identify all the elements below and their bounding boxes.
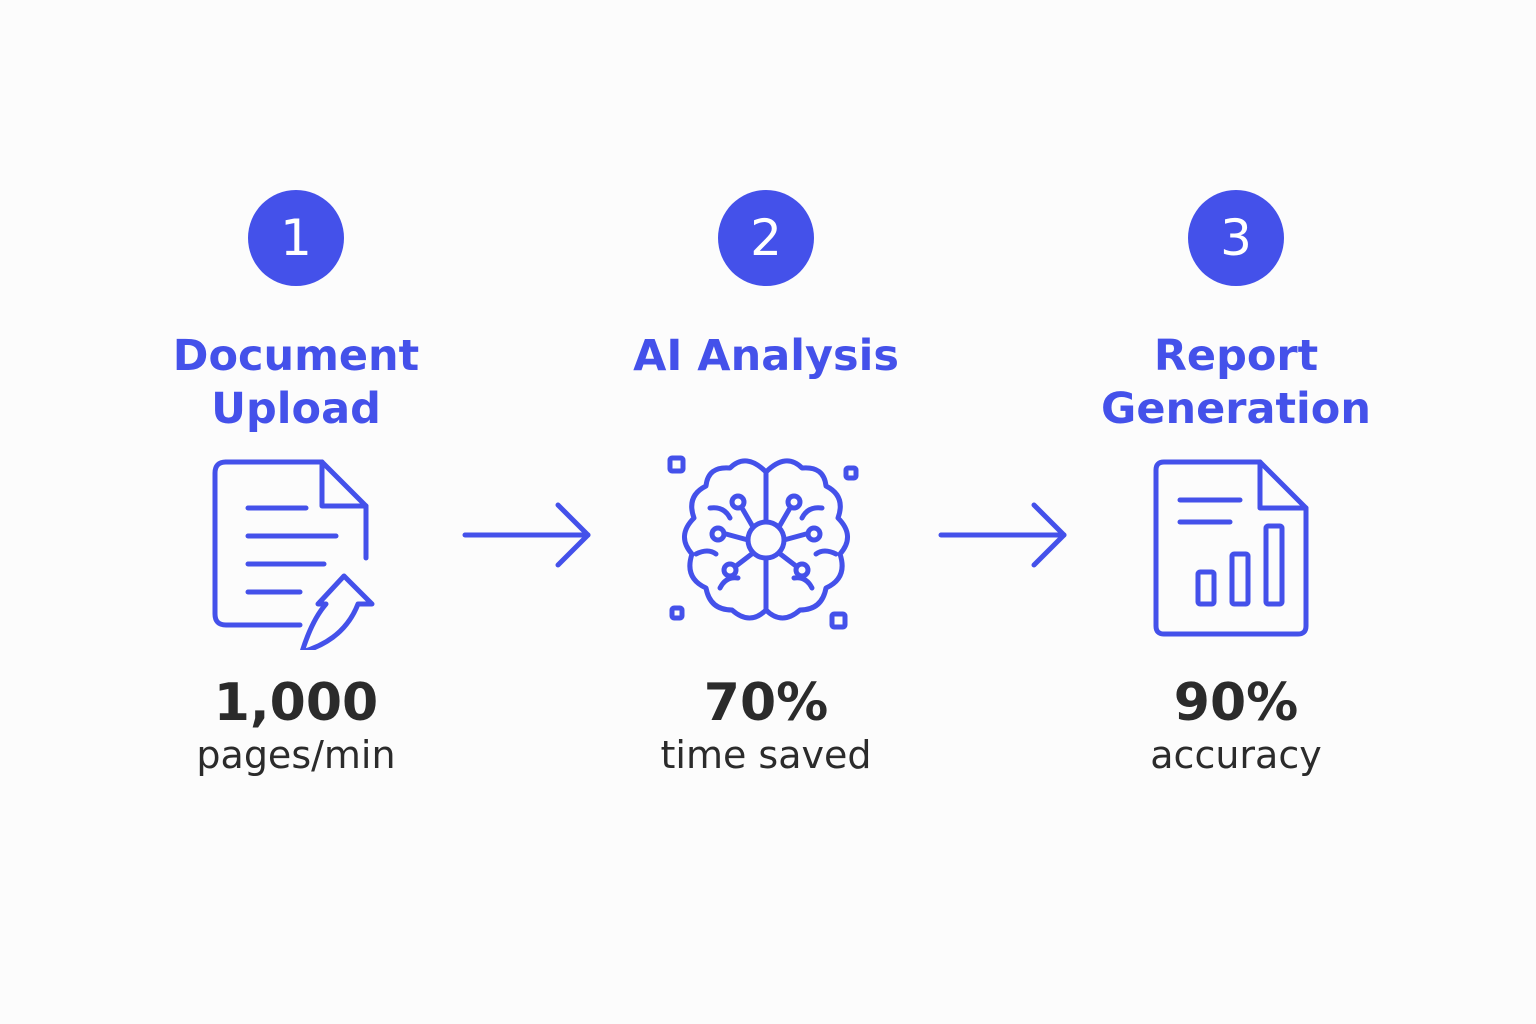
step-number-badge: 3 <box>1188 190 1284 286</box>
document-upload-icon <box>196 450 396 650</box>
stat-value: 70% <box>703 673 829 733</box>
ai-brain-icon <box>666 450 866 650</box>
step-number-badge: 2 <box>718 190 814 286</box>
step-number-badge: 1 <box>248 190 344 286</box>
stat-label: time saved <box>660 733 872 777</box>
step-ai-analysis: 2 AI Analysis <box>586 190 946 778</box>
step-title: Document Upload <box>172 331 420 434</box>
step-title: Report Generation <box>1101 331 1371 434</box>
stat-label: pages/min <box>196 733 396 777</box>
arrow-right-icon <box>460 500 600 570</box>
step-title: AI Analysis <box>633 331 899 381</box>
report-chart-icon <box>1136 450 1336 650</box>
arrow-right-icon <box>936 500 1076 570</box>
step-document-upload: 1 Document Upload 1,000 pages/min <box>116 190 476 778</box>
stat-value: 1,000 <box>213 673 379 733</box>
stat-value: 90% <box>1173 673 1299 733</box>
stat-label: accuracy <box>1150 733 1322 777</box>
step-report-generation: 3 Report Generation 90% accuracy <box>1056 190 1416 778</box>
